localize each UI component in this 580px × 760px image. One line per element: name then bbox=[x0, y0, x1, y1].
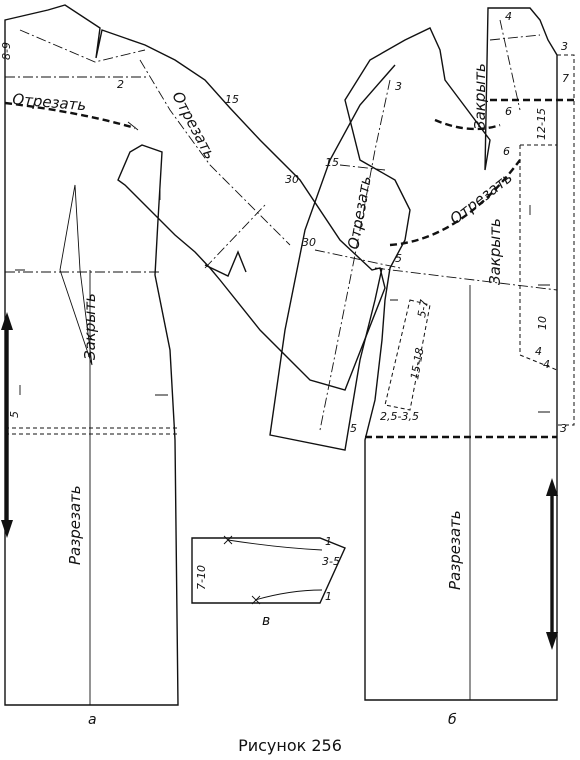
label-b-4-a: 4 bbox=[535, 345, 542, 358]
label-b-6-a: 6 bbox=[505, 105, 512, 118]
label-b-2-5-3-5: 2,5-3,5 bbox=[380, 410, 419, 423]
panel-a-ticks bbox=[15, 121, 168, 396]
label-b-12-15: 12-15 bbox=[535, 108, 548, 140]
panel-a-letter: а bbox=[88, 712, 97, 728]
label-a-slit: Разрезать bbox=[66, 485, 84, 565]
panel-a-outline bbox=[4, 4, 386, 706]
label-a-15: 15 bbox=[225, 93, 239, 106]
panel-b-ticks bbox=[390, 205, 550, 413]
panel-b-outline bbox=[344, 7, 558, 701]
label-b-3-bottom: 3 bbox=[560, 422, 567, 435]
label-b-15-18: 15-18 bbox=[408, 347, 426, 381]
label-b-5-b: 5 bbox=[350, 422, 357, 435]
panel-b-neck-dash bbox=[489, 19, 541, 111]
panel-v-upper-curve bbox=[227, 539, 323, 551]
panel-a-dart bbox=[59, 184, 93, 366]
label-b-5-7: 5-7 bbox=[415, 299, 431, 319]
panel-b-yoke bbox=[519, 144, 558, 371]
panel-a: 8-9 2 15 30 Отрезать Отрезать Закрыть 5 … bbox=[0, 4, 386, 728]
panel-v-letter: в bbox=[262, 613, 270, 629]
panel-b-waist-line bbox=[374, 267, 558, 291]
label-b-cut-off-sleeve: Отрезать bbox=[344, 175, 375, 251]
panel-a-notch bbox=[204, 250, 247, 277]
label-a-cut-off-sleeve: Отрезать bbox=[168, 88, 219, 162]
label-a-8-9: 8-9 bbox=[0, 42, 13, 60]
panel-v-lower-curve bbox=[254, 589, 323, 601]
panel-b-sleeve-axis bbox=[319, 79, 391, 431]
panel-b-arrow-up bbox=[546, 478, 558, 496]
panel-b-sleeve-15-line bbox=[339, 164, 386, 171]
panel-a-sleeve-cross bbox=[204, 204, 266, 269]
figure-caption: Рисунок 256 bbox=[238, 736, 342, 755]
label-v-3-5: 3-5 bbox=[322, 555, 340, 568]
label-b-10: 10 bbox=[536, 316, 549, 330]
label-v-7-10: 7-10 bbox=[195, 565, 208, 590]
panel-b-cutoff-upper bbox=[434, 118, 501, 131]
label-b-6-b: 6 bbox=[503, 145, 510, 158]
label-b-4: 4 bbox=[505, 10, 512, 23]
label-b-15: 15 bbox=[325, 156, 339, 169]
panel-b-sleeve bbox=[269, 64, 396, 451]
panel-a-arrow-down bbox=[1, 520, 13, 538]
label-a-close: Закрыть bbox=[81, 293, 99, 360]
label-b-cut-off-curve: Отрезать bbox=[446, 168, 515, 228]
panel-b-pocket bbox=[384, 299, 431, 411]
panel-v: 7-10 3-5 1 1 в bbox=[191, 535, 346, 629]
label-a-2: 2 bbox=[117, 78, 124, 91]
panel-b-cutoff-curve bbox=[389, 159, 521, 247]
panel-b: 3 4 7 6 6 12-15 Закрыть Закрыть Отрезать… bbox=[269, 7, 575, 728]
label-a-cut-off-left: Отрезать bbox=[12, 90, 87, 114]
panel-v-outline bbox=[191, 537, 346, 604]
label-b-3-mid: 3 bbox=[395, 80, 402, 93]
panel-a-cutoff-curve bbox=[4, 101, 136, 130]
label-b-3-top: 3 bbox=[561, 40, 568, 53]
label-b-5-a: 5 bbox=[395, 252, 402, 265]
panel-b-sleeve-30-line bbox=[314, 249, 401, 269]
panel-b-side-extension bbox=[557, 54, 575, 426]
panel-a-arrow-up bbox=[1, 312, 13, 330]
label-a-30: 30 bbox=[285, 173, 299, 186]
label-v-1-bottom: 1 bbox=[325, 590, 332, 603]
label-b-slit: Разрезать bbox=[446, 510, 464, 590]
panel-v-ticks bbox=[223, 535, 261, 605]
panel-b-arrow-down bbox=[546, 632, 558, 650]
label-b-30: 30 bbox=[302, 236, 316, 249]
label-v-1-top: 1 bbox=[325, 535, 332, 548]
label-b-close-top: Закрыть bbox=[471, 63, 489, 130]
panel-a-collar-dash bbox=[19, 29, 146, 63]
label-b-7: 7 bbox=[562, 72, 569, 85]
label-b-4-b: 4 bbox=[543, 358, 550, 371]
label-b-close-mid: Закрыть bbox=[486, 218, 504, 285]
panel-b-letter: б bbox=[448, 712, 457, 728]
label-a-5: 5 bbox=[8, 411, 21, 418]
panel-a-sleeve-axis bbox=[139, 59, 291, 246]
